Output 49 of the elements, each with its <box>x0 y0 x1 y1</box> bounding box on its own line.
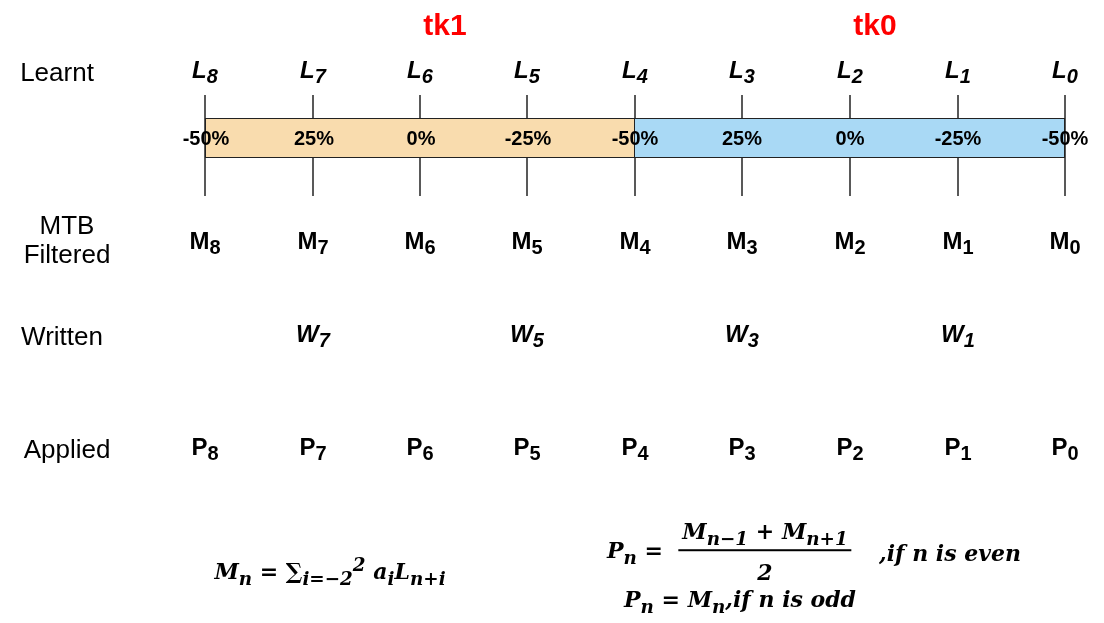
formula-numerator: M$_{n−1}$ + M$_{n+1}$ <box>678 519 852 551</box>
formula: P$_{n}$ = M$_{n}$,if n is odd <box>624 587 856 617</box>
applied-value: P$_{7}$ <box>299 433 327 465</box>
learnt-value: L$_{2}$ <box>837 56 863 88</box>
filtered-value: M$_{2}$ <box>834 227 866 259</box>
written-value: W$_{1}$ <box>941 320 975 352</box>
learnt-value: L$_{4}$ <box>622 56 648 88</box>
percentage-value: 25% <box>294 126 334 150</box>
filtered-value: M$_{0}$ <box>1049 227 1081 259</box>
applied-value: P$_{0}$ <box>1051 433 1079 465</box>
row-label: MTB Filtered <box>22 211 112 269</box>
filtered-value: M$_{6}$ <box>404 227 436 259</box>
filtered-value: M$_{5}$ <box>511 227 543 259</box>
percentage-value: 0% <box>835 126 865 150</box>
tk-label: tk0 <box>853 7 897 41</box>
filtered-value: M$_{8}$ <box>189 227 221 259</box>
applied-value: P$_{5}$ <box>513 433 541 465</box>
formula: M$_{n}$ = ∑$_{i=−2}$$^{2}$ a$_{i}$L$_{n+i}$ <box>214 555 446 589</box>
applied-value: P$_{4}$ <box>621 433 649 465</box>
learnt-value: L$_{8}$ <box>192 56 218 88</box>
written-value: W$_{7}$ <box>296 320 330 352</box>
applied-value: P$_{1}$ <box>944 433 972 465</box>
applied-value: P$_{2}$ <box>836 433 864 465</box>
row-label: Written <box>21 321 103 351</box>
formula: P$_{n}$ = <box>607 538 663 568</box>
tk-label: tk1 <box>423 7 467 41</box>
applied-value: P$_{8}$ <box>191 433 219 465</box>
learnt-value: L$_{1}$ <box>945 56 971 88</box>
learnt-value: L$_{6}$ <box>407 56 433 88</box>
written-value: W$_{3}$ <box>725 320 759 352</box>
learnt-value: L$_{7}$ <box>300 56 326 88</box>
applied-value: P$_{3}$ <box>728 433 756 465</box>
formula-denominator: 2 <box>757 559 773 585</box>
written-value: W$_{5}$ <box>510 320 544 352</box>
learnt-value: L$_{3}$ <box>729 56 755 88</box>
percentage-value: -25% <box>934 126 982 150</box>
percentage-value: -25% <box>504 126 552 150</box>
applied-value: P$_{6}$ <box>406 433 434 465</box>
formula: ,if n is even <box>879 540 1021 566</box>
filtered-value: M$_{7}$ <box>297 227 329 259</box>
learnt-value: L$_{0}$ <box>1052 56 1078 88</box>
percentage-value: 25% <box>722 126 762 150</box>
percentage-value: 0% <box>406 126 436 150</box>
row-label: Applied <box>23 434 111 464</box>
row-label: Learnt <box>20 57 94 87</box>
filtered-value: M$_{4}$ <box>619 227 651 259</box>
learnt-value: L$_{5}$ <box>514 56 540 88</box>
filtered-value: M$_{1}$ <box>942 227 974 259</box>
filtered-value: M$_{3}$ <box>726 227 758 259</box>
